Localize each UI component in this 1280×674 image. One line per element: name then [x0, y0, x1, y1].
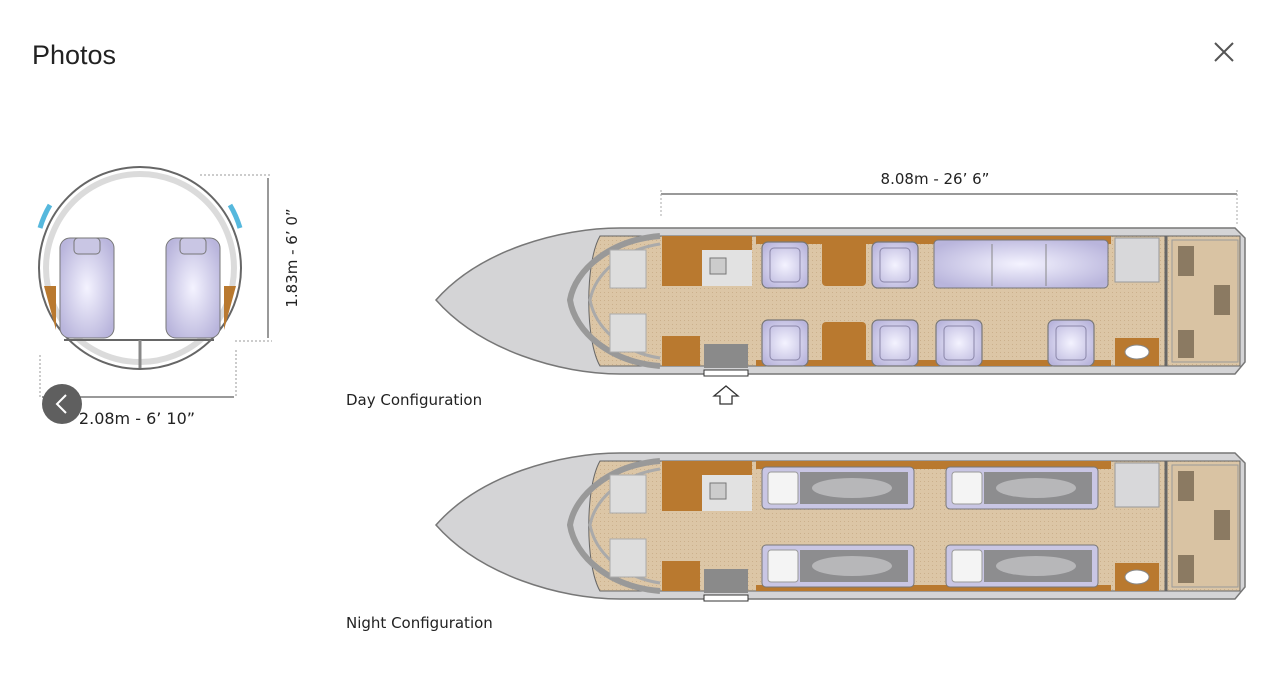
cabin-width-label: 2.08m - 6’ 10”	[79, 409, 195, 428]
day-configuration-label: Day Configuration	[346, 391, 482, 409]
divan	[933, 239, 1109, 289]
previous-photo-button[interactable]	[42, 384, 82, 424]
close-icon[interactable]	[1208, 36, 1240, 68]
seat-right	[165, 237, 221, 339]
chevron-left-icon	[55, 394, 67, 414]
cabin-length-label: 8.08m - 26’ 6”	[881, 170, 990, 188]
cabin-height-label: 1.83m - 6’ 0”	[283, 208, 301, 307]
day-configuration-diagram: Day Configuration	[346, 228, 1245, 409]
modal-title: Photos	[32, 40, 117, 70]
seat-left	[59, 237, 115, 339]
night-configuration-label: Night Configuration	[346, 614, 493, 632]
cross-section-diagram: 1.83m - 6’ 0” 2.08m - 6’ 10”	[37, 166, 301, 428]
night-configuration-diagram: Night Configuration	[346, 453, 1245, 632]
entry-arrow-icon	[712, 385, 740, 405]
